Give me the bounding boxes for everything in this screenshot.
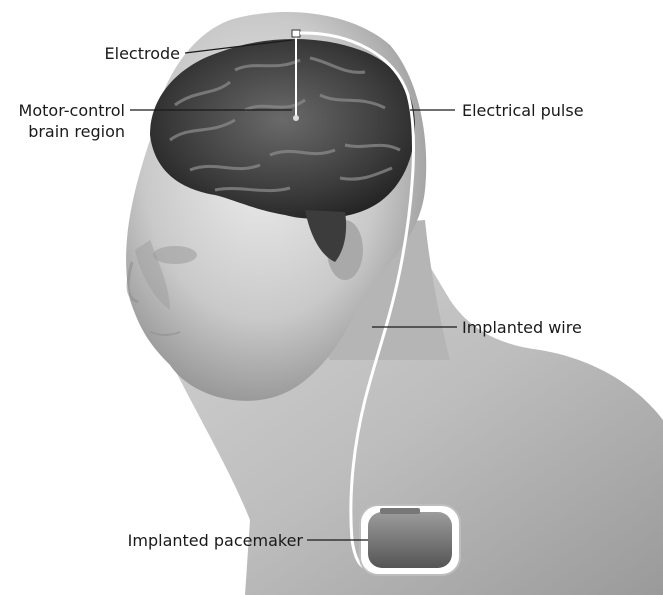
implanted-pacemaker-label: Implanted pacemaker bbox=[100, 531, 303, 550]
electrode-label: Electrode bbox=[80, 44, 180, 63]
electrode-tip bbox=[293, 115, 299, 121]
implanted-wire-label: Implanted wire bbox=[462, 318, 582, 337]
electrode-cap bbox=[292, 30, 300, 37]
motor-control-label-line2: brain region bbox=[0, 122, 125, 141]
motor-control-label-line1: Motor-control bbox=[0, 101, 125, 120]
eye-shadow bbox=[153, 246, 197, 264]
electrical-pulse-label: Electrical pulse bbox=[462, 101, 584, 120]
implanted-pacemaker-device bbox=[360, 505, 460, 575]
